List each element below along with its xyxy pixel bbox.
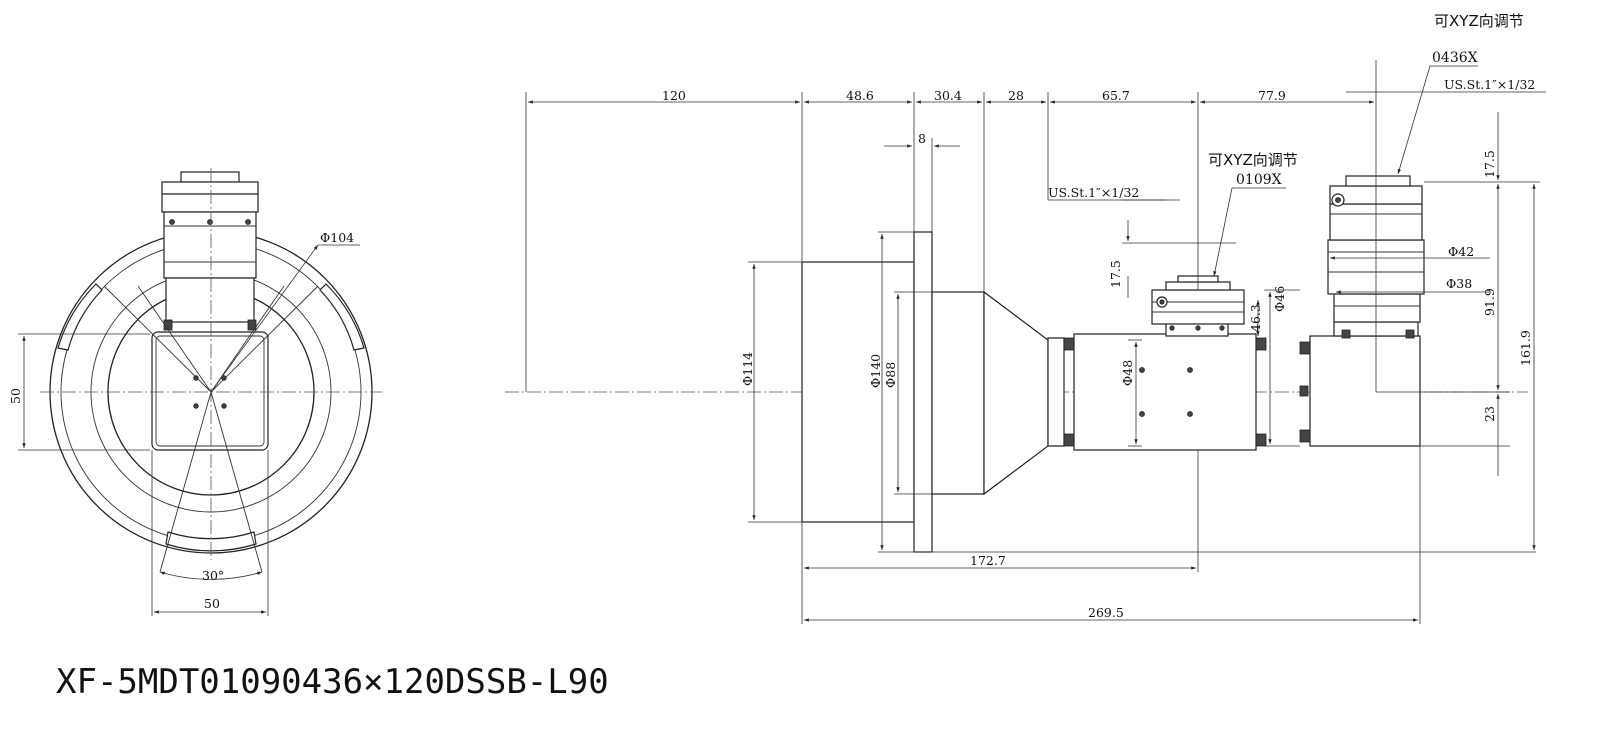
right-housing [1309, 335, 1421, 447]
mid-housing [1073, 333, 1257, 451]
dia-48: Φ48 [1120, 360, 1135, 386]
front-angle-label: 30° [202, 568, 224, 583]
front-view: Φ104 50 30° 50 [8, 168, 382, 616]
dim-23: 23 [1482, 406, 1497, 422]
front-barrel [801, 261, 915, 523]
dim-17-5-mid: 17.5 [1108, 260, 1123, 288]
dia-46: Φ46 [1272, 286, 1287, 312]
slot-right [319, 283, 365, 351]
part-code-mid: 0109X [1236, 172, 1282, 188]
taper-section [983, 290, 1049, 496]
adjust-note-mid: 可XYZ向调节 [1208, 151, 1298, 169]
dim-8: 8 [918, 131, 926, 146]
dim-172-7: 172.7 [970, 553, 1006, 568]
slot-left [57, 283, 103, 351]
flange [913, 231, 933, 553]
dim-17-5-right: 17.5 [1482, 150, 1497, 178]
dim-269-5: 269.5 [1088, 605, 1124, 620]
dim-161-9: 161.9 [1518, 330, 1533, 366]
dim-48-6: 48.6 [846, 88, 874, 103]
dim-120: 120 [662, 88, 686, 103]
dim-65-7: 65.7 [1102, 88, 1130, 103]
dia-140: Φ140 [868, 354, 883, 388]
thread-label-right: US.St.1″×1/32 [1444, 77, 1535, 92]
dim-91-9: 91.9 [1482, 288, 1497, 316]
drawing-title: XF-5MDT01090436×120DSSB-L90 [56, 662, 609, 702]
dia-42: Φ42 [1448, 244, 1474, 259]
dim-28: 28 [1008, 88, 1024, 103]
dim-77-9: 77.9 [1258, 88, 1286, 103]
thread-label-mid: US.St.1″×1/32 [1048, 185, 1139, 200]
dim-46-3: 46.3 [1248, 304, 1263, 332]
front-left-dim: 50 [8, 388, 23, 404]
side-view: 120 48.6 30.4 28 65.7 77.9 8 172.7 269.5… [505, 12, 1546, 624]
adjust-note-right: 可XYZ向调节 [1434, 12, 1524, 30]
part-code-right: 0436X [1432, 50, 1478, 66]
front-bottom-dim: 50 [204, 596, 220, 611]
dim-30-4: 30.4 [934, 88, 962, 103]
slot-bottom [165, 531, 257, 552]
dia-38: Φ38 [1446, 276, 1472, 291]
front-dia-label: Φ104 [320, 230, 354, 245]
dia-88: Φ88 [883, 362, 898, 388]
dia-114: Φ114 [740, 352, 755, 386]
